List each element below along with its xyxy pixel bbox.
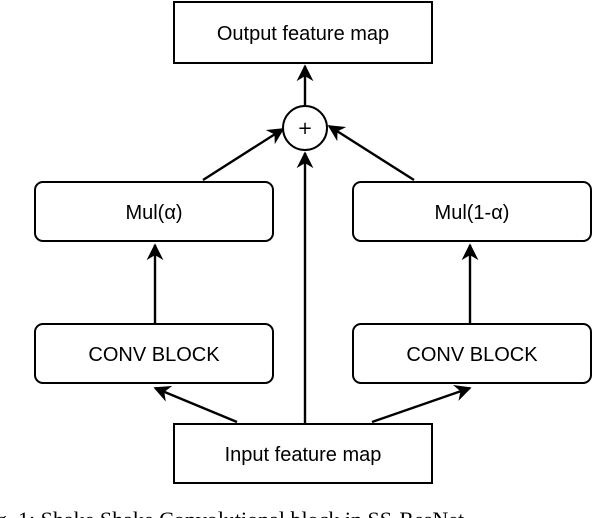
conv-block-left-label: CONV BLOCK — [88, 344, 220, 366]
edge-mul-left-to-sum — [202, 127, 285, 182]
mul-alpha-node: Mul(α) — [34, 181, 274, 242]
conv-block-right-node: CONV BLOCK — [352, 323, 592, 384]
mul-one-minus-alpha-node: Mul(1-α) — [352, 181, 592, 242]
output-feature-map-node: Output feature map — [173, 1, 433, 64]
figure-caption: g. 1: Shake Shake Convolutional block in… — [0, 507, 464, 518]
edge-mul-right-to-sum — [327, 124, 415, 182]
mul-alpha-label: Mul(α) — [125, 202, 182, 224]
input-feature-map-label: Input feature map — [225, 444, 382, 466]
edge-input-to-conv-left — [153, 386, 238, 424]
output-feature-map-label: Output feature map — [217, 23, 389, 45]
mul-one-minus-alpha-label: Mul(1-α) — [435, 202, 510, 224]
sum-label: + — [297, 118, 312, 139]
conv-block-left-node: CONV BLOCK — [34, 323, 274, 384]
edge-input-to-conv-right — [371, 385, 472, 424]
input-feature-map-node: Input feature map — [173, 423, 433, 484]
sum-node: + — [282, 105, 328, 151]
conv-block-right-label: CONV BLOCK — [406, 344, 538, 366]
